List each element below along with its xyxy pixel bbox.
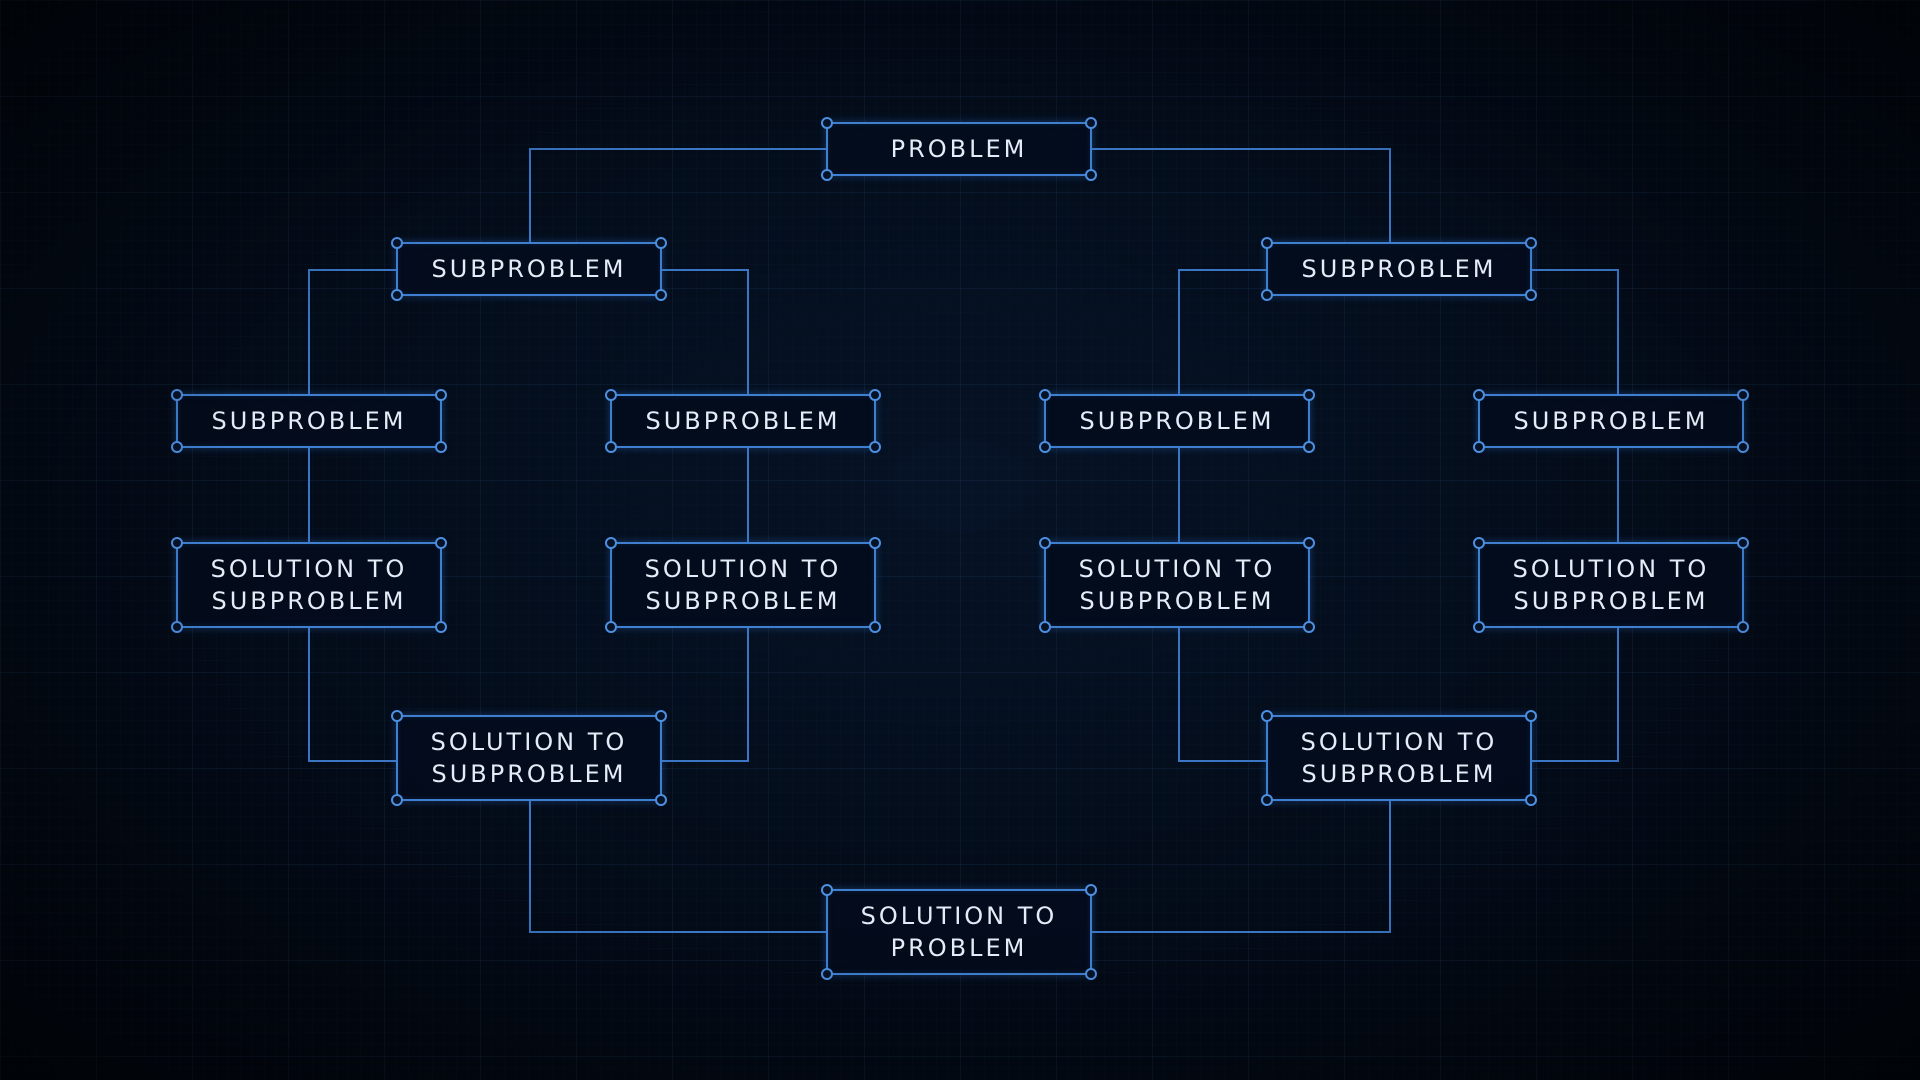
problem-node[interactable]: PROBLEM <box>821 117 1097 181</box>
corner-handle <box>1085 968 1097 980</box>
connector-solright-final <box>1092 800 1391 933</box>
solution-label: SOLUTION TO SUBPROBLEM <box>210 555 408 615</box>
corner-handle <box>1261 710 1273 722</box>
connector-sola-merge <box>308 628 396 762</box>
corner-handle <box>171 621 183 633</box>
corner-handle <box>869 537 881 549</box>
subproblem-node-a[interactable]: SUBPROBLEM <box>171 389 447 453</box>
corner-handle <box>1039 621 1051 633</box>
corner-handle <box>605 389 617 401</box>
subproblem-label: SUBPROBLEM <box>1513 407 1709 435</box>
corner-handle <box>655 794 667 806</box>
corner-handle <box>1525 710 1537 722</box>
corner-handle <box>435 537 447 549</box>
corner-handle <box>1473 621 1485 633</box>
subproblem-label: SUBPROBLEM <box>431 255 627 283</box>
solution-label: SOLUTION TO SUBPROBLEM <box>1512 555 1710 615</box>
solution-node-b[interactable]: SOLUTION TO SUBPROBLEM <box>605 537 881 633</box>
corner-handle <box>1085 117 1097 129</box>
corner-handle <box>1737 389 1749 401</box>
connector-solc-merge <box>1178 628 1266 762</box>
final-solution-label: SOLUTION TO PROBLEM <box>860 902 1058 962</box>
corner-handle <box>1525 289 1537 301</box>
subproblem-node-right[interactable]: SUBPROBLEM <box>1261 237 1537 301</box>
subproblem-node-left[interactable]: SUBPROBLEM <box>391 237 667 301</box>
corner-handle <box>391 289 403 301</box>
corner-handle <box>1303 441 1315 453</box>
corner-handle <box>821 169 833 181</box>
corner-handle <box>1303 621 1315 633</box>
problem-label: PROBLEM <box>890 135 1028 163</box>
corner-handle <box>391 710 403 722</box>
solution-label: SOLUTION TO SUBPROBLEM <box>1300 728 1498 788</box>
corner-handle <box>1261 237 1273 249</box>
corner-handle <box>435 621 447 633</box>
corner-handle <box>1525 794 1537 806</box>
solution-node-right[interactable]: SOLUTION TO SUBPROBLEM <box>1261 710 1537 806</box>
corner-handle <box>869 389 881 401</box>
subproblem-label: SUBPROBLEM <box>1301 255 1497 283</box>
corner-handle <box>1473 441 1485 453</box>
solution-node-a[interactable]: SOLUTION TO SUBPROBLEM <box>171 537 447 633</box>
corner-handle <box>869 441 881 453</box>
corner-handle <box>1039 441 1051 453</box>
corner-handle <box>821 117 833 129</box>
solution-label: SOLUTION TO SUBPROBLEM <box>1078 555 1276 615</box>
corner-handle <box>435 389 447 401</box>
final-solution-node[interactable]: SOLUTION TO PROBLEM <box>821 884 1097 980</box>
corner-handle <box>821 884 833 896</box>
subproblem-node-d[interactable]: SUBPROBLEM <box>1473 389 1749 453</box>
corner-handle <box>605 621 617 633</box>
corner-handle <box>171 441 183 453</box>
corner-handle <box>655 289 667 301</box>
corner-handle <box>391 237 403 249</box>
connector-l1right-d <box>1532 269 1619 394</box>
corner-handle <box>1039 389 1051 401</box>
subproblem-node-c[interactable]: SUBPROBLEM <box>1039 389 1315 453</box>
connector-sold-merge <box>1532 628 1619 762</box>
corner-handle <box>605 441 617 453</box>
corner-handle <box>1473 389 1485 401</box>
subproblem-label: SUBPROBLEM <box>1079 407 1275 435</box>
corner-handle <box>869 621 881 633</box>
corner-handle <box>1473 537 1485 549</box>
corner-handle <box>1085 884 1097 896</box>
corner-handle <box>655 237 667 249</box>
corner-handle <box>1039 537 1051 549</box>
solution-node-left[interactable]: SOLUTION TO SUBPROBLEM <box>391 710 667 806</box>
corner-handle <box>171 537 183 549</box>
corner-handle <box>391 794 403 806</box>
corner-handle <box>1303 537 1315 549</box>
subproblem-label: SUBPROBLEM <box>645 407 841 435</box>
subproblem-node-b[interactable]: SUBPROBLEM <box>605 389 881 453</box>
corner-handle <box>1525 237 1537 249</box>
corner-handle <box>821 968 833 980</box>
connector-l1left-a <box>308 269 396 394</box>
connector-root-right <box>1092 148 1391 242</box>
connector-l1right-c <box>1178 269 1266 394</box>
connector-solleft-final <box>529 800 826 933</box>
corner-handle <box>1737 441 1749 453</box>
connector-l1left-b <box>662 269 749 394</box>
corner-handle <box>1261 794 1273 806</box>
corner-handle <box>655 710 667 722</box>
corner-handle <box>1261 289 1273 301</box>
corner-handle <box>1737 621 1749 633</box>
solution-node-c[interactable]: SOLUTION TO SUBPROBLEM <box>1039 537 1315 633</box>
solution-label: SOLUTION TO SUBPROBLEM <box>430 728 628 788</box>
solution-label: SOLUTION TO SUBPROBLEM <box>644 555 842 615</box>
connector-root-left <box>529 148 826 242</box>
solution-node-d[interactable]: SOLUTION TO SUBPROBLEM <box>1473 537 1749 633</box>
corner-handle <box>435 441 447 453</box>
corner-handle <box>1303 389 1315 401</box>
corner-handle <box>1085 169 1097 181</box>
corner-handle <box>1737 537 1749 549</box>
corner-handle <box>605 537 617 549</box>
connector-solb-merge <box>662 628 749 762</box>
subproblem-label: SUBPROBLEM <box>211 407 407 435</box>
corner-handle <box>171 389 183 401</box>
